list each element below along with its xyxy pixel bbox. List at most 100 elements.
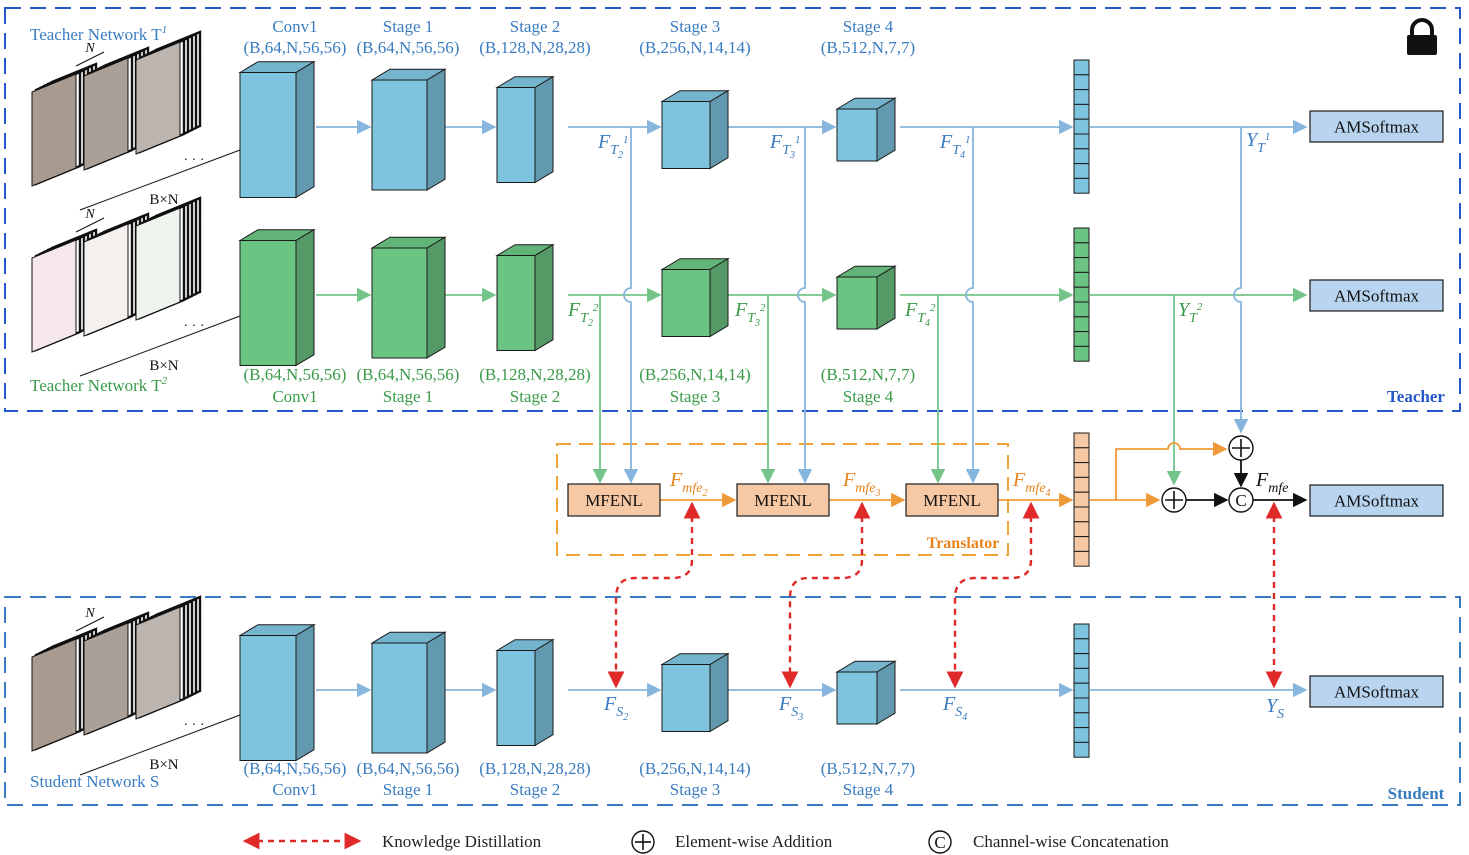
teacher1-cube-4 (835, 97, 897, 162)
vector-cell (1073, 103, 1090, 120)
network-label-sup: 1 (162, 24, 168, 36)
teacher1-feature-drop-0 (623, 127, 639, 484)
teacher1-feature-label: FT41 (939, 131, 971, 161)
feature-sub: T (1257, 141, 1266, 156)
vector-cell (1073, 476, 1090, 493)
vector-cell (1073, 177, 1090, 194)
teacher2-feature-label: FT32 (734, 299, 766, 329)
student-feature-vector (1073, 623, 1090, 758)
cube-side (876, 660, 896, 725)
vector-cell (1073, 163, 1090, 179)
dim-n-label: N (84, 207, 95, 222)
cube-side (709, 652, 729, 733)
teacher2-feature-label: FT22 (567, 299, 599, 329)
feature-sup: 1 (1265, 131, 1271, 143)
cube-front (661, 269, 711, 337)
translator-feature-label: Fmfe3 (842, 469, 880, 499)
vector-cell (1073, 432, 1090, 449)
teacher1-cube-0 (238, 60, 316, 199)
legend-kd-label: Knowledge Distillation (382, 832, 542, 851)
cube-front (661, 664, 711, 732)
feature-sub: S (616, 705, 623, 720)
feature-base: F (603, 693, 617, 715)
cube-front (496, 87, 536, 183)
teacher2-input-stack (31, 196, 241, 377)
translator-frame-label: Translator (927, 535, 1000, 552)
vector-cell (1073, 447, 1090, 464)
teacher2-amsoftmax-box-label: AMSoftmax (1334, 287, 1420, 306)
vector-cell (1073, 148, 1090, 165)
translator-feature-vector (1073, 432, 1090, 567)
feature-subsub: 4 (1045, 488, 1050, 499)
vector-cell (1073, 741, 1090, 758)
feature-sup: 1 (795, 134, 801, 146)
student-frame-label: Student (1388, 784, 1445, 803)
feature-subsub: 2 (618, 150, 623, 161)
feature-base: F (567, 299, 581, 321)
student-network-label: Student Network S (30, 772, 159, 791)
teacher1-feature-vector (1073, 59, 1090, 194)
cube-front (239, 635, 297, 761)
feature-base: Y (1178, 299, 1191, 321)
input-frame (135, 41, 181, 155)
teacher1-stage-shape: (B,64,N,56,56) (244, 38, 347, 57)
feature-subsub: 4 (925, 318, 930, 329)
dim-line-n (75, 217, 105, 233)
feature-base: Y (1266, 695, 1279, 717)
teacher1-output-label: YT1 (1246, 129, 1270, 156)
cube-front (496, 255, 536, 351)
vector-cell (1073, 727, 1090, 743)
teacher2-output-label: YT2 (1178, 299, 1203, 326)
teacher1-stage-name: Conv1 (272, 17, 317, 36)
dim-line-n (75, 51, 105, 67)
feature-sub: S (1277, 707, 1284, 722)
dim-bn-label: B×N (149, 757, 178, 773)
dots-label: · · · (184, 153, 205, 168)
student-cube-1 (370, 631, 447, 754)
teacher2-cube-3 (660, 257, 730, 338)
teacher1-output-drop (1233, 127, 1249, 434)
student-input-stack (31, 595, 241, 776)
feature-sub: T (917, 311, 926, 326)
vector-cell (1073, 227, 1090, 244)
dots-label: · · · (184, 718, 205, 733)
cube-front (239, 240, 297, 366)
student-stage-name: Conv1 (272, 780, 317, 799)
teacher-frame (4, 7, 1461, 412)
student-stage-name: Stage 1 (383, 780, 434, 799)
vector-cell (1073, 242, 1090, 259)
teacher1-stage-name: Stage 4 (843, 17, 894, 36)
cube-side (709, 257, 729, 338)
teacher1-input-stack (31, 30, 241, 211)
input-frame (31, 73, 77, 187)
teacher1-feature-label: FT31 (769, 131, 801, 161)
mfenl-block-0-label: MFENL (585, 491, 643, 510)
cube-side (534, 75, 554, 184)
teacher2-stage-shape: (B,256,N,14,14) (639, 365, 750, 384)
feature-sub: T (580, 311, 589, 326)
student-feature-label: FS2 (603, 693, 628, 723)
feature-sup: 1 (965, 134, 971, 146)
feature-subsub: 3 (754, 318, 760, 329)
cube-side (426, 236, 446, 359)
cube-front (836, 671, 878, 725)
teacher1-stage-shape: (B,256,N,14,14) (639, 38, 750, 57)
cube-front (371, 247, 428, 359)
vector-cell (1073, 491, 1090, 508)
cube-side (295, 228, 315, 367)
teacher2-stage-name: Stage 3 (670, 387, 721, 406)
teacher2-stage-shape: (B,128,N,28,28) (479, 365, 590, 384)
translator-to-add-top (1090, 441, 1228, 501)
teacher2-stage-name: Stage 1 (383, 387, 434, 406)
feature-sub: mfe (1025, 481, 1045, 496)
feature-base: F (734, 299, 748, 321)
feature-base: F (1255, 469, 1269, 491)
feature-sub: mfe (855, 481, 875, 496)
feature-base: F (597, 131, 611, 153)
feature-base: F (939, 131, 953, 153)
feature-sub: S (791, 705, 798, 720)
student-cube-0 (238, 623, 316, 762)
mfenl-block-1-label: MFENL (754, 491, 812, 510)
dim-n-label: N (84, 606, 95, 621)
